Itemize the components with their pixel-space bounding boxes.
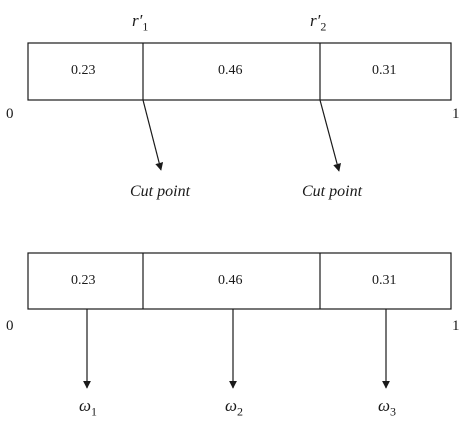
top-bar-frame	[27, 42, 452, 101]
top-start-label: 0	[6, 106, 14, 122]
bottom-segment-3-value: 0.31	[372, 273, 397, 288]
bottom-end-label: 1	[452, 318, 460, 334]
top-segment-1-value: 0.23	[71, 63, 96, 78]
output-label-3-base: ω	[378, 396, 391, 415]
output-label-1-base: ω	[79, 396, 92, 415]
bottom-segment-2-value: 0.46	[218, 273, 243, 288]
cut-point-label-2: Cut point	[302, 183, 363, 200]
output-label-3-sub: 3	[390, 404, 397, 419]
cut-arrow-2	[319, 99, 342, 172]
bottom-bar-frame	[27, 252, 452, 310]
output-label-3: ω3	[378, 397, 396, 417]
top-segment-3-value: 0.31	[372, 63, 397, 78]
output-label-1-sub: 1	[91, 404, 98, 419]
output-label-2-sub: 2	[237, 404, 244, 419]
cut-label-1-sub: 1	[142, 19, 149, 34]
top-segment-2-value: 0.46	[218, 63, 243, 78]
cut-label-1-base: r′	[132, 11, 143, 30]
cut-point-label-1: Cut point	[130, 183, 191, 200]
top-end-label: 1	[452, 106, 460, 122]
cut-label-2: r′2	[310, 12, 326, 32]
cut-label-2-sub: 2	[320, 19, 327, 34]
bottom-segment-1-value: 0.23	[71, 273, 96, 288]
output-label-1: ω1	[79, 397, 97, 417]
cut-label-2-base: r′	[310, 11, 321, 30]
bottom-start-label: 0	[6, 318, 14, 334]
output-label-2-base: ω	[225, 396, 238, 415]
output-label-2: ω2	[225, 397, 243, 417]
cut-label-1: r′1	[132, 12, 148, 32]
cut-arrow-1	[142, 99, 164, 171]
